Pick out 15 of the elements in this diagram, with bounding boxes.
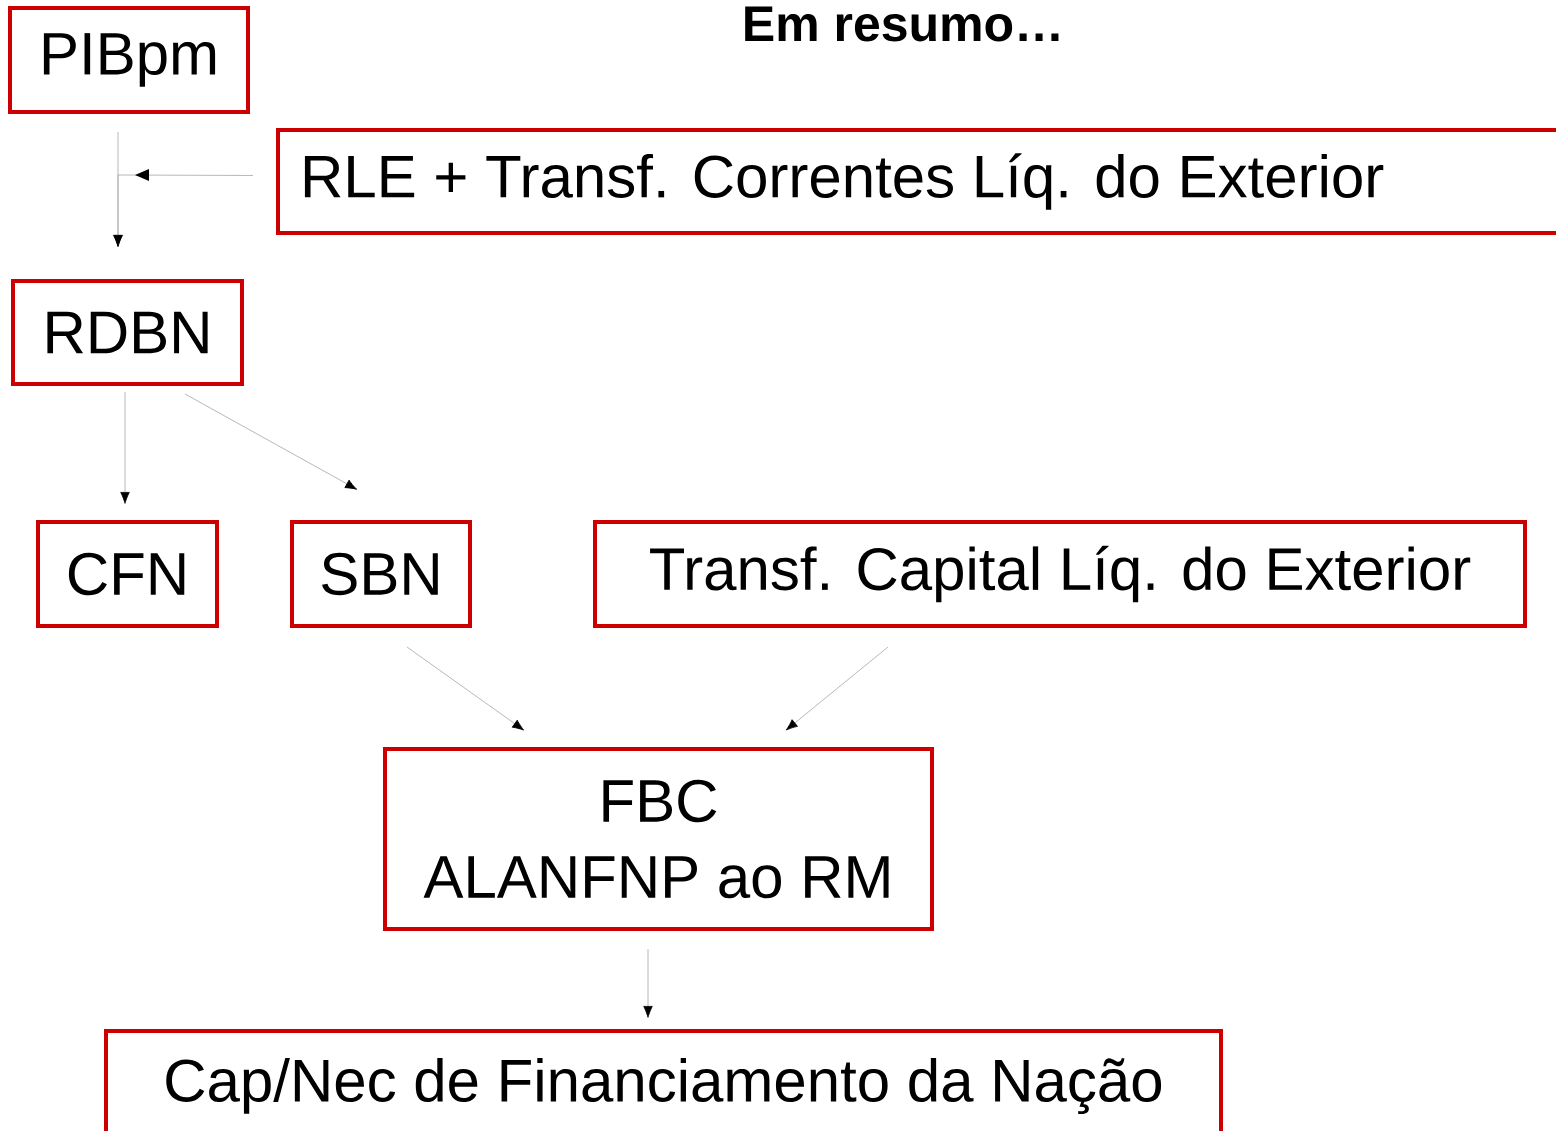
box: PIBpm <box>8 6 250 114</box>
box: FBC ALANFNP ao RM <box>383 747 934 931</box>
box: SBN <box>290 520 472 628</box>
title: Em resumo… <box>745 6 1059 42</box>
box: RDBN <box>11 279 244 386</box>
arrow <box>406 646 525 731</box>
arrow <box>785 646 889 731</box>
arrow <box>643 948 653 1018</box>
arrow <box>120 391 130 504</box>
box: CFN <box>36 520 219 628</box>
arrow <box>184 393 357 490</box>
box: RLE + Transf. Correntes Líq. do Exterior <box>276 128 1556 235</box>
box: Cap/Nec de Financiamento da Nação <box>104 1029 1223 1131</box>
box: Transf. Capital Líq. do Exterior <box>593 520 1527 628</box>
arrow <box>113 169 254 247</box>
